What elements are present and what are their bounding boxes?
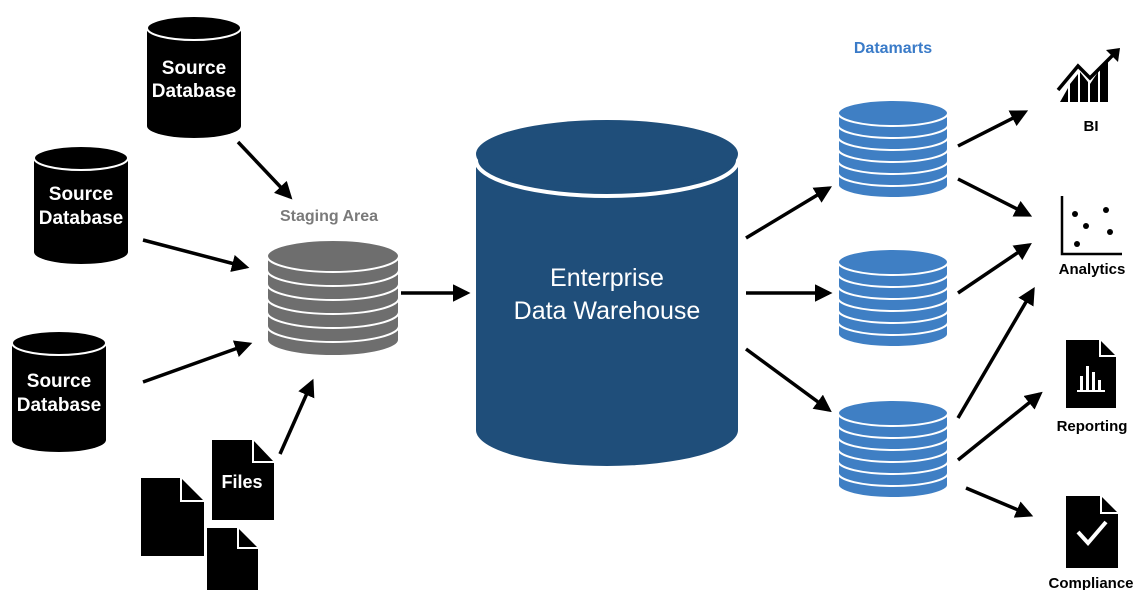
staging-area-disk-top (266, 239, 400, 273)
arrow-source1-to-staging (236, 140, 293, 200)
source-database-label-line1: Source (49, 184, 113, 205)
arrow-datamart1-to-bi (957, 110, 1029, 148)
checkmark-document-icon (1066, 496, 1118, 568)
datamart-2 (837, 248, 949, 348)
edw-label-line2: Data Warehouse (514, 297, 701, 325)
arrow-datamart3-to-analytics (956, 286, 1035, 419)
source-database-1: Source Database (146, 15, 242, 138)
arrow-edw-to-datamart1 (745, 186, 832, 240)
arrow-source3-to-staging (142, 340, 253, 384)
source-database-2: Source Database (33, 145, 129, 264)
source-database-label-line2: Database (39, 208, 124, 229)
output-label-compliance: Compliance (1048, 575, 1133, 590)
bar-chart-trend-icon (1056, 48, 1120, 102)
flow-arrows (142, 110, 1043, 518)
arrow-source2-to-staging (142, 238, 250, 272)
source-database-label-line2: Database (17, 395, 102, 416)
scatter-plot-icon (1060, 196, 1122, 256)
output-label-bi: BI (1084, 118, 1099, 135)
staging-area-disk-stack (266, 239, 400, 357)
datamart-3 (837, 399, 949, 499)
output-label-analytics: Analytics (1059, 261, 1126, 278)
file-icon: Files (212, 440, 274, 520)
arrow-datamart3-to-compliance (965, 486, 1034, 518)
file-icon (207, 528, 258, 590)
datamart-3-disk-top (837, 399, 949, 427)
source-database-label-line1: Source (27, 371, 91, 392)
arrow-edw-to-datamart3 (744, 347, 832, 413)
source-database-label-line2: Database (152, 81, 237, 102)
output-label-reporting: Reporting (1057, 418, 1128, 435)
source-database-label-line1: Source (162, 58, 226, 79)
staging-area-label: Staging Area (280, 208, 378, 225)
arrow-files-to-staging (278, 378, 315, 455)
edw-label-line1: Enterprise (550, 264, 664, 292)
datamarts-label: Datamarts (854, 40, 932, 57)
files-label: Files (221, 472, 262, 492)
arrow-datamart2-to-analytics (957, 243, 1032, 295)
datamart-1 (837, 99, 949, 199)
datamart-2-disk-top (837, 248, 949, 276)
arrow-datamart1-to-analytics (957, 177, 1033, 217)
report-document-icon (1066, 340, 1116, 408)
datamart-1-disk-top (837, 99, 949, 127)
arrow-datamart3-to-reporting (956, 391, 1043, 462)
source-database-3: Source Database (11, 330, 107, 452)
file-icon (141, 478, 204, 556)
enterprise-data-warehouse: Enterprise Data Warehouse (474, 120, 740, 466)
